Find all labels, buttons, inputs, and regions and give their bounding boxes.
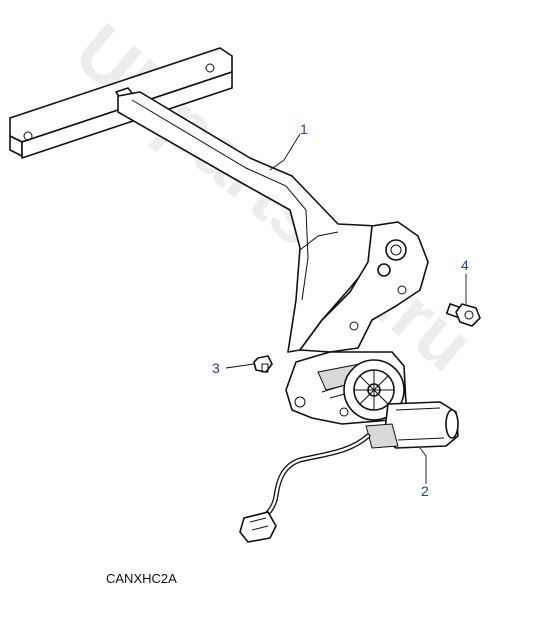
callout-4: 4 bbox=[461, 257, 469, 273]
callout-2: 2 bbox=[421, 483, 429, 499]
mounting-bracket bbox=[299, 221, 429, 353]
callout-1: 1 bbox=[300, 121, 308, 137]
diagram-caption: CANXHC2A bbox=[106, 571, 177, 586]
harness-connector bbox=[239, 511, 277, 543]
window-motor bbox=[365, 401, 459, 449]
pivot-hole bbox=[385, 239, 407, 261]
wiring-harness bbox=[239, 433, 371, 543]
screw-small bbox=[253, 355, 273, 373]
callout-3: 3 bbox=[212, 360, 220, 376]
flange-bolt bbox=[445, 303, 481, 327]
leader-lines bbox=[225, 133, 467, 484]
